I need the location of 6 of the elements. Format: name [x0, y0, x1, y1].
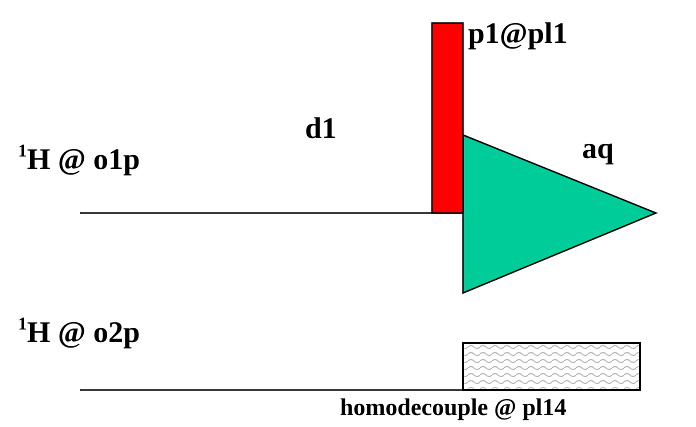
channel-label: $^{1}$H @ o1p [18, 145, 140, 175]
channel-label: $^{1}$H @ o2p [18, 318, 140, 348]
delay-label: d1 [305, 114, 337, 144]
pulse-label: p1@pl1 [468, 19, 568, 49]
acquisition-label: aq [582, 134, 614, 164]
decoupling-label: homodecouple @ pl14 [340, 396, 566, 420]
